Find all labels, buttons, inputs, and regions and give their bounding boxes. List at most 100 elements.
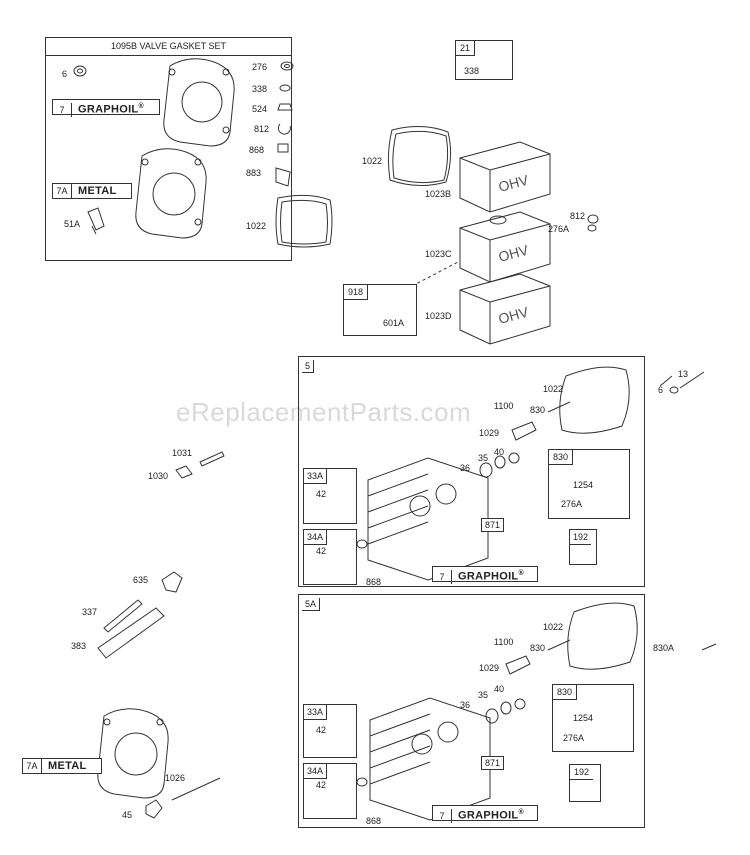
small-seals (275, 61, 294, 187)
part-label[interactable]: 1030 (148, 471, 169, 481)
head-gasket-part-metal (135, 148, 207, 239)
part-label[interactable]: 871 (481, 756, 505, 770)
box-number: 192 (570, 530, 592, 545)
part-label[interactable]: 868 (249, 145, 265, 155)
part-label[interactable]: 1022 (246, 221, 267, 231)
part-label[interactable]: 1023D (425, 311, 452, 321)
callout-number: 7A (23, 759, 42, 773)
part-label: 1254 (573, 480, 594, 490)
box-number: 830 (549, 450, 574, 465)
part-label[interactable]: 830 (530, 643, 546, 653)
box-830[interactable]: 830 1254 276A (552, 684, 634, 752)
metal-callout[interactable]: 7A METAL (22, 758, 102, 774)
callout-number: 7 (433, 569, 452, 584)
part-label[interactable]: 40 (494, 684, 505, 694)
cylinder-head-5A-box (298, 594, 645, 828)
box-number: 34A (304, 530, 328, 545)
part-label[interactable]: 812 (570, 211, 586, 221)
rocker-parts-5A (485, 639, 717, 724)
seal-868-5A (356, 777, 368, 787)
box-number: 5 (302, 360, 315, 373)
part-label[interactable]: 13 (678, 369, 689, 379)
part-label[interactable]: 36 (460, 700, 471, 710)
bracket-1030 (175, 465, 193, 479)
part-label[interactable]: 276 (252, 62, 268, 72)
box-830[interactable]: 830 1254 276A (548, 449, 630, 519)
valve-cover-gasket-top (387, 126, 452, 186)
part-label[interactable]: 51A (64, 219, 81, 229)
part-label[interactable]: 1023C (425, 249, 452, 259)
part-label[interactable]: 868 (366, 577, 382, 587)
part-label[interactable]: 35 (478, 453, 489, 463)
part-label[interactable]: 36 (460, 463, 471, 473)
part-label[interactable]: 35 (478, 690, 489, 700)
part-label: 276A (561, 499, 583, 509)
part-label[interactable]: 883 (246, 168, 262, 178)
box-34A[interactable]: 34A 42 (303, 529, 357, 585)
part-label[interactable]: 45 (122, 810, 133, 820)
box-33A[interactable]: 33A 42 (303, 468, 357, 524)
callout-number: 7A (53, 184, 72, 198)
part-label[interactable]: 1100 (494, 401, 514, 411)
callout-word: GRAPHOIL (78, 103, 139, 116)
part-label[interactable]: 871 (481, 518, 505, 532)
part-label: 42 (316, 489, 327, 499)
part-label[interactable]: 1022 (543, 622, 564, 632)
part-label[interactable]: 524 (252, 104, 268, 114)
box-34A[interactable]: 34A 42 (303, 763, 357, 819)
part-label[interactable]: 1031 (172, 448, 193, 458)
part-label[interactable]: 338 (252, 84, 268, 94)
callout-number: 7 (433, 808, 452, 823)
registered-mark: ® (518, 809, 524, 816)
seal-868-5 (356, 539, 368, 549)
ignition-coil-383 (97, 607, 165, 659)
box-192[interactable]: 192 (569, 764, 601, 802)
part-label[interactable]: 1022 (362, 156, 383, 166)
pin-1031 (199, 451, 225, 467)
part-label[interactable]: 276A (548, 224, 570, 234)
part-label[interactable]: 1023B (425, 189, 452, 199)
part-label[interactable]: 868 (366, 816, 382, 826)
box-number: 918 (344, 285, 369, 300)
part-label[interactable]: 337 (82, 607, 98, 617)
box-number: 5A (302, 598, 321, 611)
cylinder-head-5 (367, 457, 489, 581)
part-label[interactable]: 601A (383, 318, 405, 328)
rocker-gasket-5A (567, 602, 638, 670)
part-label[interactable]: 383 (71, 641, 87, 651)
part-label[interactable]: 830 (530, 405, 546, 415)
head-gasket-7A-left (97, 708, 169, 799)
part-label[interactable]: 6 (658, 385, 664, 395)
part-label[interactable]: 6 (62, 69, 68, 79)
part-label[interactable]: 1022 (543, 384, 564, 394)
box-33A[interactable]: 33A 42 (303, 704, 357, 758)
box-918[interactable]: 918 (343, 284, 417, 336)
box-21[interactable]: 21 338 (455, 40, 513, 80)
box-number: 830 (553, 685, 578, 700)
part-label[interactable]: 40 (494, 447, 505, 457)
part-label: 42 (316, 546, 327, 556)
part-label[interactable]: 812 (254, 124, 270, 134)
box-number: 192 (570, 765, 594, 780)
part-label[interactable]: 830A (653, 643, 675, 653)
fitting-part (87, 207, 105, 235)
part-label[interactable]: 1026 (165, 773, 186, 783)
part-label[interactable]: 1029 (479, 428, 500, 438)
rod-1026 (171, 777, 221, 801)
part-label[interactable]: 1100 (494, 637, 514, 647)
registered-mark: ® (138, 103, 144, 110)
part-label[interactable]: 635 (133, 575, 149, 585)
callout-word: METAL (48, 760, 87, 772)
valve-cover-1023B: OHV (459, 141, 551, 213)
cylinder-head-5-box (298, 356, 645, 587)
box-192[interactable]: 192 (569, 529, 597, 565)
stud-13 (669, 371, 705, 394)
part-label[interactable]: 1029 (479, 663, 500, 673)
rocker-parts-5 (479, 375, 673, 478)
valve-cover-1023C: OHV (459, 211, 551, 283)
